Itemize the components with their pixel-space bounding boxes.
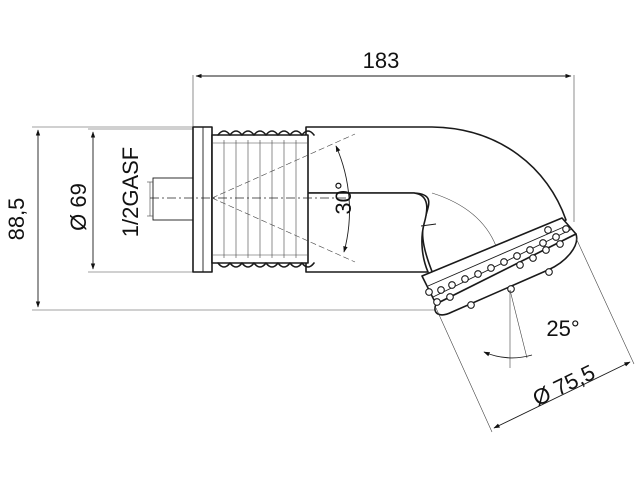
dimension-flange-diameter: Ø 69 (66, 128, 193, 273)
shower-head (421, 217, 578, 316)
cone-angle-annotation: 30° (150, 133, 356, 263)
dimension-overall-height: 88,5 (4, 126, 440, 311)
head-tilt-label: 25° (546, 316, 579, 341)
thread-label: 1/2GASF (118, 147, 143, 237)
flange-diameter-label: Ø 69 (66, 183, 91, 231)
dimension-overall-length: 183 (192, 48, 575, 222)
wall-flange (192, 126, 213, 273)
cone-angle-label: 30° (331, 181, 356, 214)
overall-length-label: 183 (363, 48, 400, 73)
head-diameter-label: Ø 75,5 (529, 360, 599, 411)
spray-nozzles (425, 225, 570, 309)
head-tilt-annotation: 25° (483, 289, 580, 368)
thread-connector: 1/2GASF (118, 147, 194, 237)
overall-height-label: 88,5 (4, 198, 29, 241)
corrugated-sleeve (211, 130, 315, 268)
